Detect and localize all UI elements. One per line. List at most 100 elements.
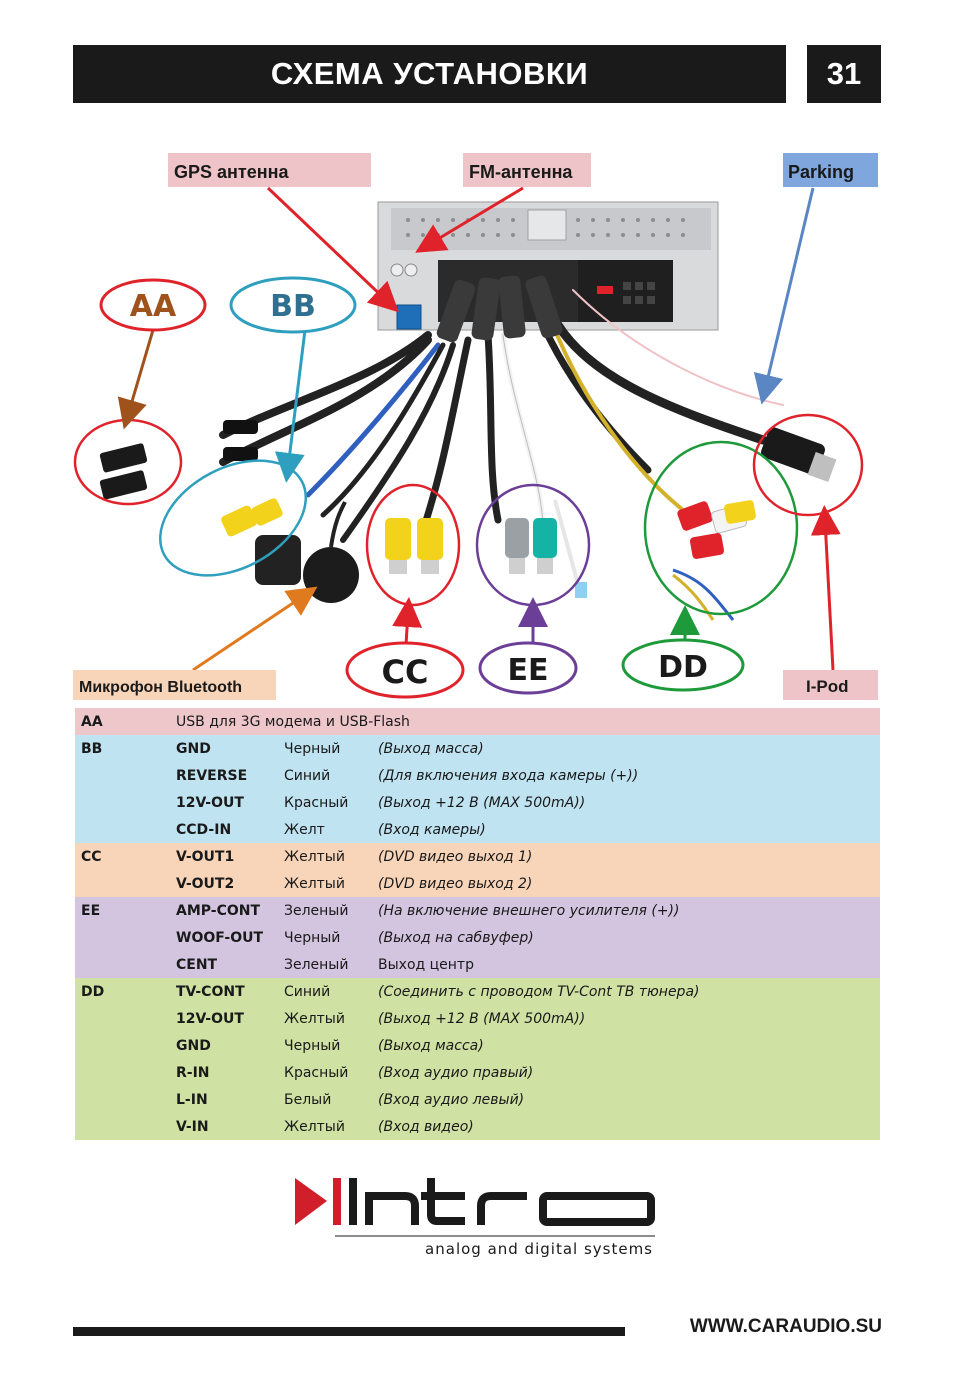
- signal-name: L-IN: [176, 1091, 208, 1108]
- cable-bundle: [219, 289, 784, 543]
- table-row: CENT Зеленый Выход центр: [75, 951, 880, 978]
- group-code: EE: [81, 902, 101, 919]
- signal-description: (Вход аудио левый): [378, 1091, 525, 1108]
- signal-name: REVERSE: [176, 767, 248, 784]
- signal-name: CCD-IN: [176, 821, 232, 838]
- fm-antenna-label: FM-антенна: [469, 162, 573, 182]
- wire-color: Красный: [284, 1064, 349, 1081]
- group-code: CC: [81, 848, 102, 865]
- signal-description: (Вход камеры): [378, 821, 486, 838]
- table-row: 12V-OUT Желтый (Выход +12 В (MAX 500mA)): [75, 1005, 880, 1032]
- table-row: EE AMP-CONT Зеленый (На включение внешне…: [75, 897, 880, 924]
- signal-name: CENT: [176, 956, 218, 973]
- wire-color: Синий: [284, 767, 331, 784]
- signal-name: R-IN: [176, 1064, 210, 1081]
- ipod-connector: [761, 427, 837, 483]
- signal-name: GND: [176, 1037, 211, 1054]
- video-out-rca-connectors: [385, 518, 443, 574]
- table-row-aa: AA USB для 3G модема и USB-Flash: [75, 708, 880, 735]
- signal-description: (Соединить с проводом TV-Cont ТВ тюнера): [378, 983, 700, 1000]
- signal-description: (Выход на сабвуфер): [378, 929, 534, 946]
- circle-cc: [365, 483, 461, 607]
- wire-color: Красный: [284, 794, 349, 811]
- table-row: DD TV-CONT Синий (Соединить с проводом T…: [75, 978, 880, 1005]
- signal-name: V-OUT1: [176, 848, 235, 865]
- signal-description: (DVD видео выход 1): [378, 848, 533, 865]
- circle-ipod: [752, 413, 864, 517]
- usb-connectors: [99, 420, 258, 500]
- wire-color: Желт: [284, 821, 325, 838]
- group-label-ee: EE: [508, 653, 549, 688]
- input-rca-connectors: [672, 500, 756, 621]
- wire-color: Желтый: [284, 1118, 345, 1135]
- wire-color: Черный: [284, 1037, 341, 1054]
- group-ee: EE AMP-CONT Зеленый (На включение внешне…: [75, 897, 880, 978]
- wire-color: Желтый: [284, 875, 345, 892]
- page-title: СХЕМА УСТАНОВКИ: [73, 45, 786, 103]
- signal-name: AMP-CONT: [176, 902, 261, 919]
- group-label-cc: CC: [382, 653, 429, 691]
- table-row: V-OUT2 Желтый (DVD видео выход 2): [75, 870, 880, 897]
- signal-description: (Выход +12 В (MAX 500mA)): [378, 794, 586, 811]
- table-row: V-IN Желтый (Вход видео): [75, 1113, 880, 1140]
- signal-description: (Выход масса): [378, 1037, 484, 1054]
- intro-logo: analog and digital systems: [295, 1178, 655, 1258]
- table-row: 12V-OUT Красный (Выход +12 В (MAX 500mA)…: [75, 789, 880, 816]
- footer-rule: [73, 1327, 625, 1336]
- signal-name: GND: [176, 740, 211, 757]
- wire-color: Желтый: [284, 848, 345, 865]
- wiring-table: AA USB для 3G модема и USB-Flash BB GND …: [75, 708, 880, 1140]
- signal-description: (DVD видео выход 2): [378, 875, 533, 892]
- parking-label: Parking: [788, 162, 854, 182]
- group-code: DD: [81, 983, 105, 1000]
- signal-description: (Вход аудио правый): [378, 1064, 534, 1081]
- group-code: AA: [81, 713, 103, 730]
- signal-description: (Вход видео): [378, 1118, 474, 1135]
- group-cc: CC V-OUT1 Желтый (DVD видео выход 1) V-O…: [75, 843, 880, 897]
- signal-description: (Для включения входа камеры (+)): [378, 767, 639, 784]
- logo-tagline: analog and digital systems: [425, 1240, 653, 1258]
- wire-color: Черный: [284, 929, 341, 946]
- signal-description: Выход центр: [378, 956, 474, 973]
- gps-antenna-label: GPS антенна: [174, 162, 289, 182]
- circle-dd: [643, 440, 799, 616]
- footer-url[interactable]: WWW.CARAUDIO.SU: [689, 1316, 882, 1337]
- group-label-bb: BB: [270, 289, 316, 324]
- amp-rca-connectors: [505, 499, 587, 598]
- signal-description: (Выход +12 В (MAX 500mA)): [378, 1010, 586, 1027]
- signal-name: 12V-OUT: [176, 794, 244, 811]
- group-bb: BB GND Черный (Выход масса) REVERSE Сини…: [75, 735, 880, 843]
- cable-sleeves: [436, 275, 563, 343]
- signal-name: WOOF-OUT: [176, 929, 264, 946]
- signal-name: V-OUT2: [176, 875, 235, 892]
- table-row: WOOF-OUT Черный (Выход на сабвуфер): [75, 924, 880, 951]
- signal-name: 12V-OUT: [176, 1010, 244, 1027]
- signal-description: (Выход масса): [378, 740, 484, 757]
- wire-color: Желтый: [284, 1010, 345, 1027]
- wire-color: Зеленый: [284, 902, 349, 919]
- wire-color: Черный: [284, 740, 341, 757]
- microphone-label: Микрофон Bluetooth: [79, 679, 242, 696]
- signal-name: V-IN: [176, 1118, 209, 1135]
- table-row: CCD-IN Желт (Вход камеры): [75, 816, 880, 843]
- ipod-label: I-Pod: [806, 677, 849, 696]
- table-row: BB GND Черный (Выход масса): [75, 735, 880, 762]
- group-label-dd: DD: [658, 650, 708, 685]
- table-row: GND Черный (Выход масса): [75, 1032, 880, 1059]
- signal-name: TV-CONT: [176, 983, 245, 1000]
- wiring-diagram: GPS антенна FM-антенна Parking Микрофон …: [73, 153, 878, 700]
- wire-color: Зеленый: [284, 956, 349, 973]
- group-dd: DD TV-CONT Синий (Соединить с проводом T…: [75, 978, 880, 1140]
- camera-rca-connectors: [221, 498, 283, 537]
- table-row: CC V-OUT1 Желтый (DVD видео выход 1): [75, 843, 880, 870]
- page-number: 31: [807, 45, 881, 103]
- table-row: REVERSE Синий (Для включения входа камер…: [75, 762, 880, 789]
- group-description: USB для 3G модема и USB-Flash: [176, 713, 410, 730]
- wire-color: Синий: [284, 983, 331, 1000]
- group-code: BB: [81, 740, 103, 757]
- wire-color: Белый: [284, 1091, 332, 1108]
- signal-description: (На включение внешнего усилителя (+)): [378, 902, 680, 919]
- table-row: L-IN Белый (Вход аудио левый): [75, 1086, 880, 1113]
- table-row: R-IN Красный (Вход аудио правый): [75, 1059, 880, 1086]
- group-label-aa: AA: [130, 289, 177, 324]
